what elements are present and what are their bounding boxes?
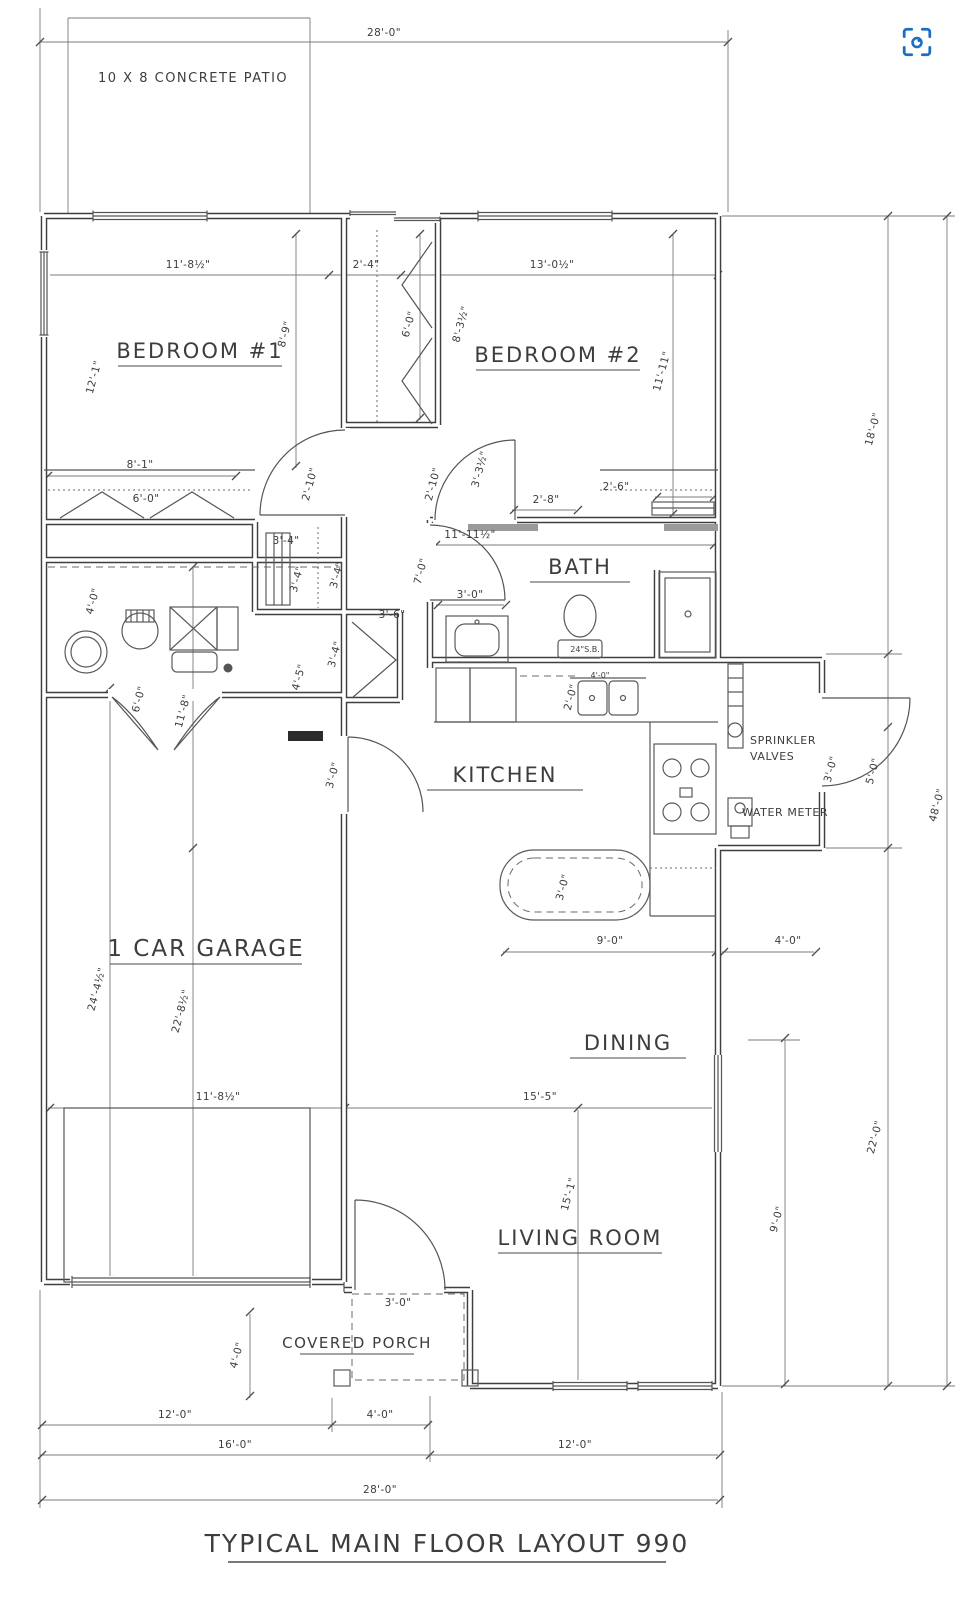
stove (653, 743, 717, 835)
dim-label: 22'-0" (865, 1119, 885, 1155)
kitchen-counters (434, 667, 718, 917)
toilet (557, 594, 603, 659)
covered-porch-label: COVERED PORCH (282, 1334, 432, 1352)
dim-label: 11'-11" (651, 350, 673, 393)
garage-slab (48, 566, 340, 1283)
bedroom2-label: BEDROOM #2 (474, 343, 641, 367)
dim-label: 4'-0" (228, 1341, 247, 1370)
plan-title: TYPICAL MAIN FLOOR LAYOUT 990 (204, 1529, 690, 1558)
dim-label: 15'-1" (559, 1176, 579, 1212)
dim-label: 28'-0" (363, 1484, 397, 1496)
dim-label: 13'-0½" (530, 259, 575, 271)
dim-label: 2'-4" (353, 259, 380, 271)
closet-symbols (44, 230, 718, 699)
dim-label: 12'-1" (84, 359, 104, 395)
dim-label: 24'-4½" (86, 966, 109, 1012)
dim-label: 15'-5" (523, 1091, 557, 1103)
dim-label: 11'-8½" (166, 259, 211, 271)
furnace-washer (169, 606, 239, 673)
dim-label: 3'-3½" (469, 450, 490, 489)
kitchen-label: KITCHEN (453, 763, 558, 787)
dim-label: 4'-0" (84, 587, 103, 616)
dining-label: DINING (584, 1031, 672, 1055)
dim-label: 2'-10" (423, 466, 443, 502)
screen-capture-icon[interactable] (893, 18, 941, 66)
dim-label: 2'-10" (300, 466, 320, 502)
dim-label: 24"S.B. (570, 645, 600, 654)
dim-label: 22'-8½" (170, 988, 193, 1034)
dim-label: 48'-0" (927, 787, 947, 823)
dim-label: 12'-0" (558, 1439, 592, 1451)
dim-label: 16'-0" (218, 1439, 252, 1451)
patio-outline (67, 17, 311, 216)
water-heater (64, 609, 159, 674)
dim-label: 8'-3½" (450, 305, 471, 344)
sprinkler-valves-fixture (727, 663, 744, 749)
dim-label: 2'-8" (533, 494, 560, 506)
dim-label: 4'-0" (591, 671, 610, 680)
dim-label: 12'-0" (158, 1409, 192, 1421)
kitchen-island (499, 849, 716, 921)
water-meter-label: WATER METER (742, 806, 828, 819)
bedroom1-label: BEDROOM #1 (116, 339, 283, 363)
dim-label: 3'-0" (457, 589, 484, 601)
kitchen-sink (577, 680, 639, 716)
porch-slab (333, 1293, 479, 1387)
bath-vanity-sink (445, 615, 509, 663)
dim-label: 5'-0" (864, 757, 883, 786)
dim-label: 8'-9" (276, 320, 295, 349)
dim-label: 2'-6" (603, 481, 630, 493)
dim-label: 9'-0" (597, 935, 624, 947)
dim-label: 4'-5" (290, 663, 309, 692)
dim-label: 11'-11½" (444, 529, 496, 541)
garage-label: 1 CAR GARAGE (107, 936, 304, 962)
dim-label: 6'-0" (400, 310, 419, 339)
sprinkler-valves-label2: VALVES (750, 750, 794, 763)
dim-label: 18'-0" (863, 411, 883, 447)
patio-label: 10 X 8 CONCRETE PATIO (98, 71, 288, 86)
dim-label: 6'-0" (133, 493, 160, 505)
wall-openings (38, 209, 828, 1392)
dim-label: 3'-6" (379, 609, 406, 621)
dim-label: 9'-0" (768, 1205, 787, 1234)
dim-label: 3'-4" (273, 535, 300, 547)
dim-label: 4'-0" (775, 935, 802, 947)
dim-label: 3'-4" (288, 565, 307, 594)
walls (44, 216, 822, 1386)
dim-label: 4'-0" (367, 1409, 394, 1421)
dim-label: 3'-0" (385, 1297, 412, 1309)
bath-label: BATH (548, 555, 612, 579)
door-swings (111, 429, 911, 1291)
living-room-label: LIVING ROOM (498, 1226, 663, 1250)
dim-label: 28'-0" (367, 27, 401, 39)
dim-label: 11'-8½" (196, 1091, 241, 1103)
screen-capture-glyph (902, 27, 932, 57)
window-symbols (39, 210, 723, 1391)
sprinkler-valves-label: SPRINKLER (750, 734, 816, 747)
water-meter-fixture (727, 797, 753, 839)
shower (658, 571, 717, 659)
dim-label: 8'-1" (127, 459, 154, 471)
dim-label: 3'-0" (554, 873, 573, 902)
